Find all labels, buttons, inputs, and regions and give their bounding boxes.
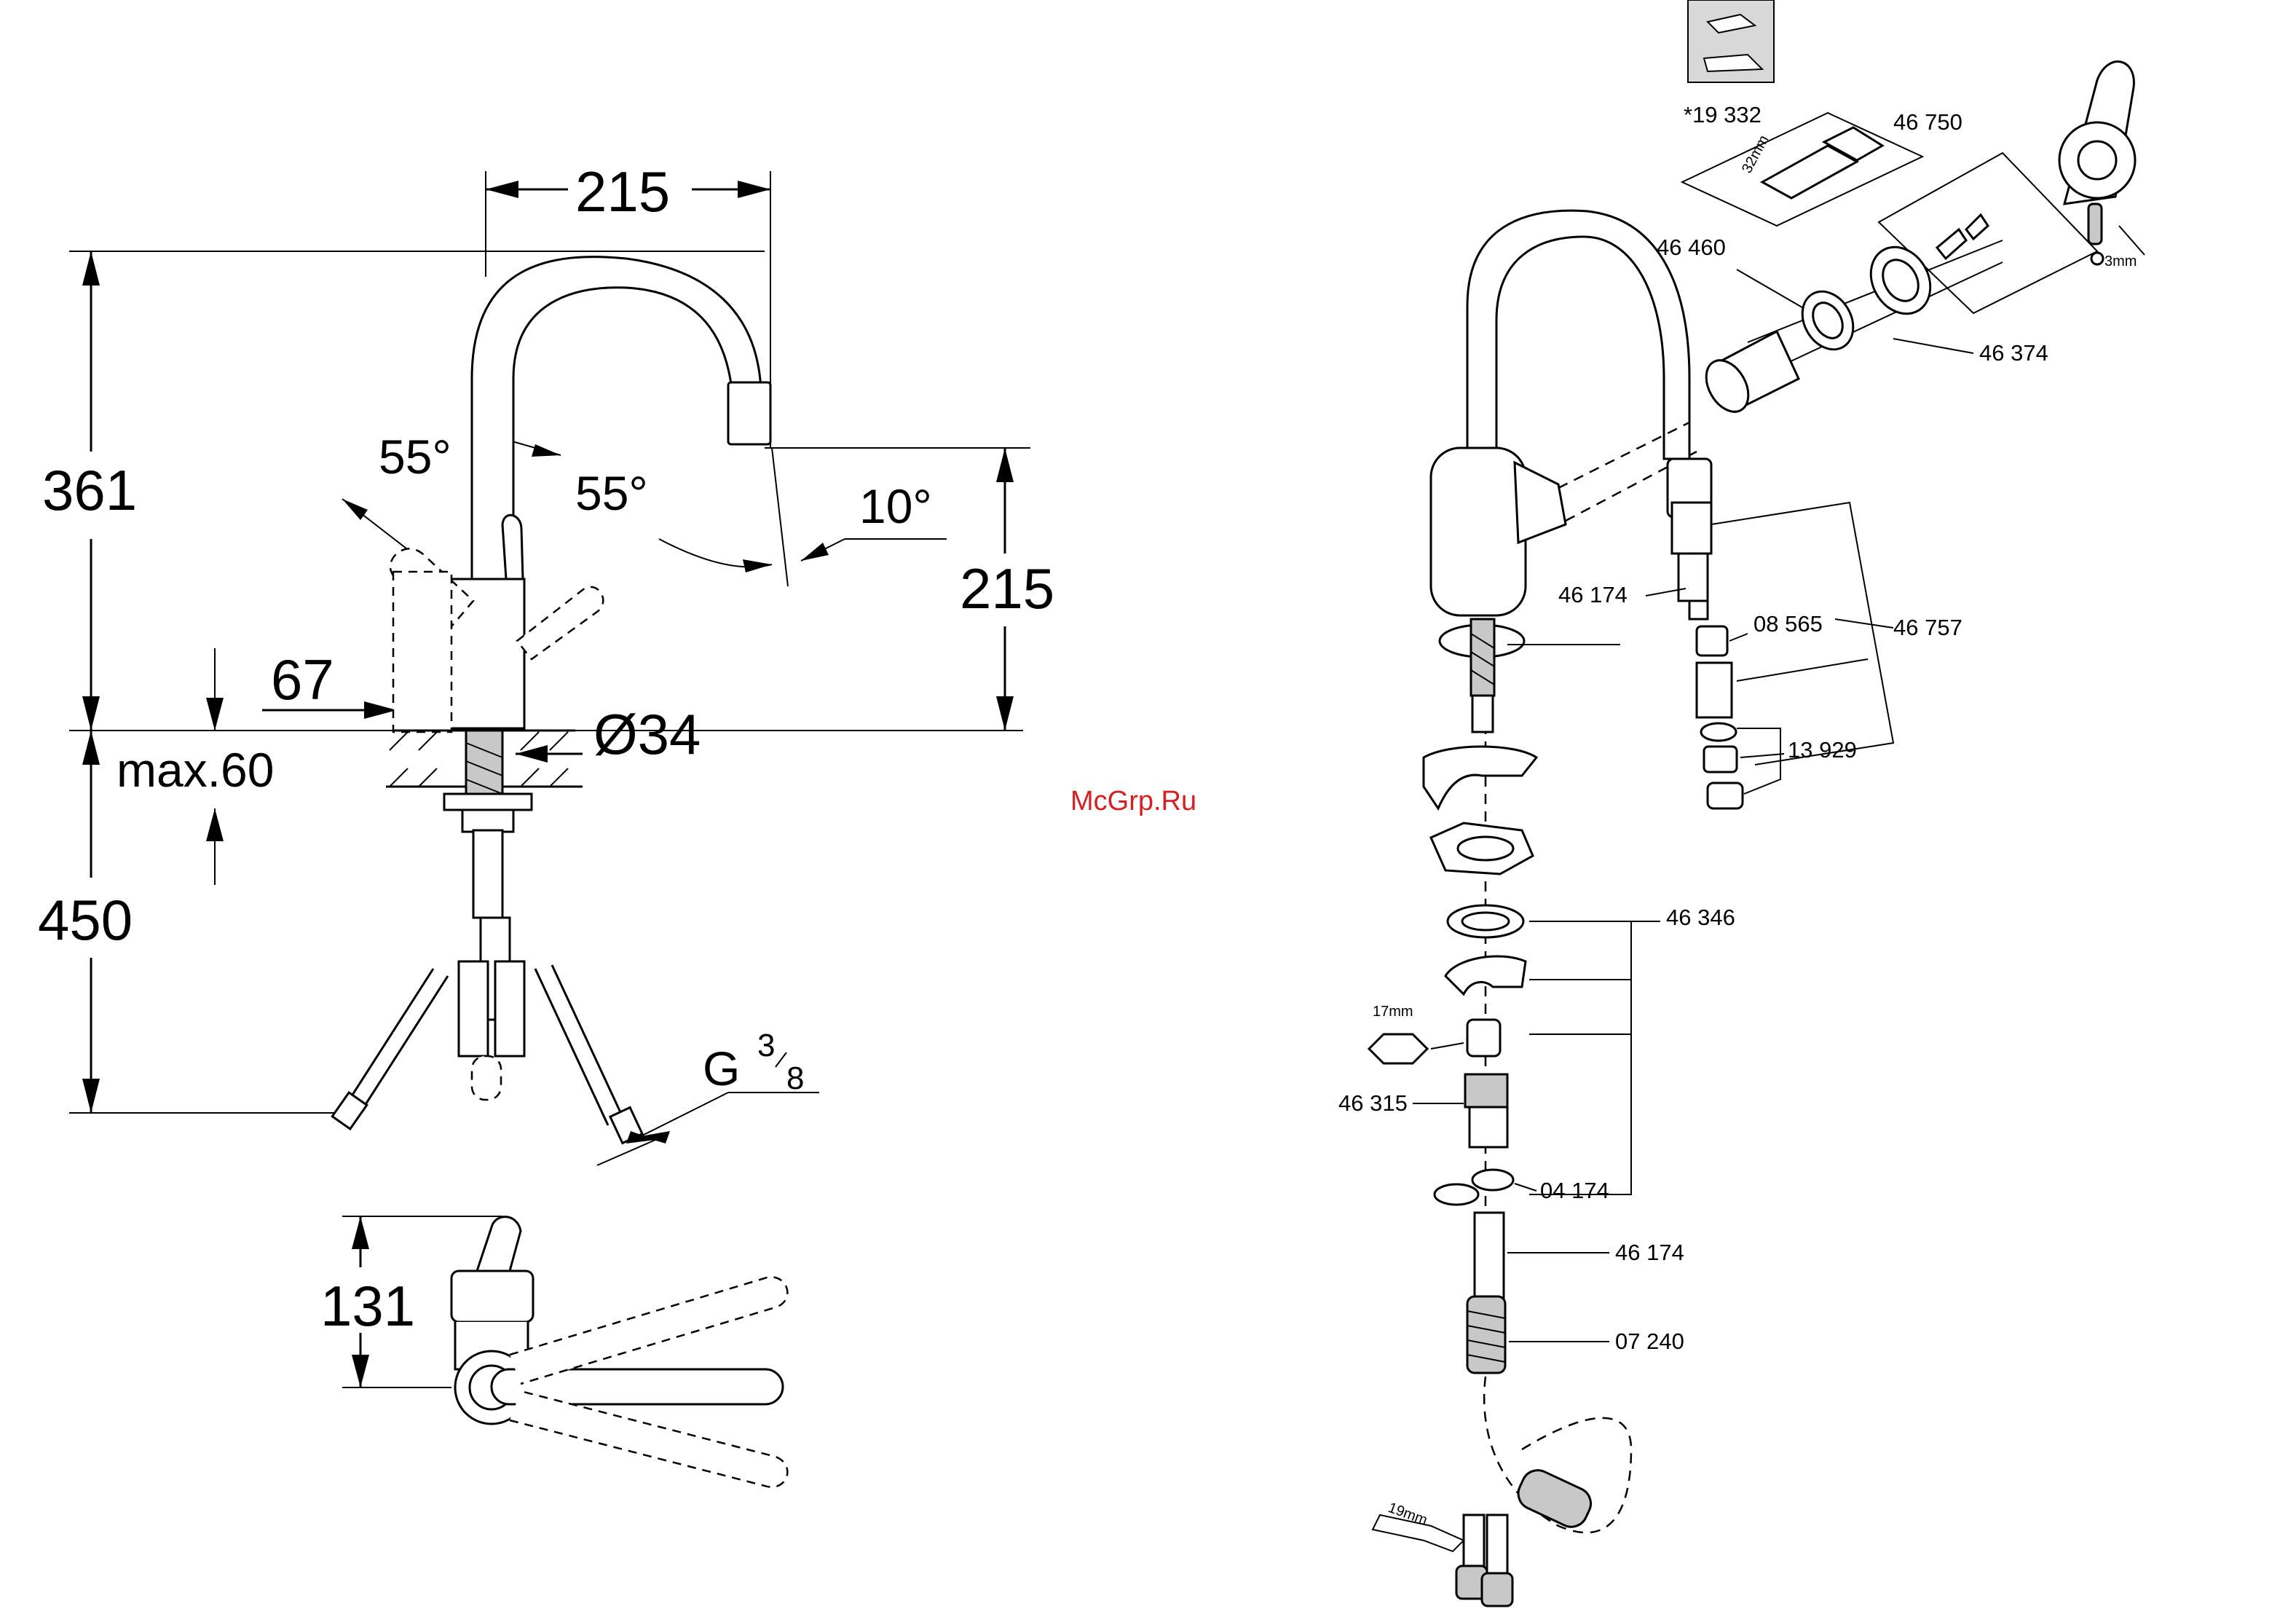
watermark: McGrp.Ru (1070, 786, 1196, 816)
side-view: 215 361 215 450 67 max.60 Ø34 (38, 160, 1054, 1165)
part-check-valve: 08 565 (1753, 611, 1823, 637)
hose-sleeve-upper (1697, 663, 1732, 717)
seal-ring (1435, 1184, 1478, 1205)
dimension-height-total: 361 (42, 458, 137, 522)
aerator (1708, 783, 1743, 808)
part-cartridge-set: *19 332 (1684, 102, 1762, 127)
dimension-spout-height: 215 (960, 556, 1054, 621)
nut-size-icon (1369, 1034, 1427, 1063)
lever (502, 515, 523, 579)
part-cartridge-kit: 46 374 (1979, 340, 2048, 366)
part-handle: 46 750 (1893, 109, 1962, 135)
supply-connector (473, 830, 502, 918)
cartridge-size: 32mm (1739, 133, 1772, 176)
nut (1467, 1020, 1500, 1056)
dimension-plan-depth: 131 (320, 1274, 415, 1338)
part-aerator: 13 929 (1788, 737, 1857, 763)
part-seal: 04 174 (1540, 1178, 1609, 1203)
dimension-max-thickness: max.60 (117, 743, 274, 797)
countertop (386, 731, 583, 832)
hose-right (535, 969, 608, 1125)
thread-numerator: 3 (757, 1028, 775, 1063)
dimension-angle-right: 55° (575, 466, 648, 520)
exploded-body (1431, 448, 1526, 615)
check-valve (1697, 626, 1727, 656)
part-bonnet: 46 460 (1657, 235, 1726, 260)
connector-top (1465, 1074, 1507, 1107)
mounting-wedge (1424, 747, 1536, 808)
hose-sleeve (1475, 1213, 1504, 1300)
part-connector: 46 315 (1338, 1090, 1408, 1116)
dimension-angle-spout: 10° (859, 479, 932, 533)
part-hose-sleeve: 46 174 (1615, 1240, 1684, 1265)
part-hose-set: 46 757 (1893, 615, 1962, 640)
flex-hose-top (1471, 619, 1494, 696)
hose-spring (1513, 1465, 1596, 1532)
part-mounting-set: 46 346 (1666, 905, 1735, 930)
wrench-size: 19mm (1386, 1500, 1429, 1529)
hose-left (342, 969, 433, 1111)
part-weight: 07 240 (1615, 1328, 1684, 1354)
plan-view: 131 (320, 1216, 787, 1487)
spout-head (728, 382, 770, 444)
connector (1469, 1107, 1507, 1147)
thread-label: G (703, 1042, 740, 1095)
dimension-handle-height: 67 (271, 647, 334, 712)
washer (1701, 723, 1736, 741)
exploded-spout (1467, 210, 1689, 459)
dimension-diameter: Ø34 (593, 702, 701, 766)
thread-denominator: 8 (786, 1060, 804, 1096)
part-hose-insert: 46 174 (1558, 582, 1628, 607)
plan-handle (451, 1271, 533, 1322)
dimension-hose-length: 450 (38, 888, 133, 952)
nut-size: 17mm (1373, 1004, 1413, 1020)
hex-screw (2088, 204, 2102, 244)
dimension-width-top: 215 (575, 160, 670, 224)
exploded-view: *19 332 32mm 46 750 3mm 46 460 46 374 (1338, 0, 2145, 1606)
dimension-angle-left: 55° (379, 430, 451, 484)
hex-key-size: 3mm (2104, 253, 2137, 269)
